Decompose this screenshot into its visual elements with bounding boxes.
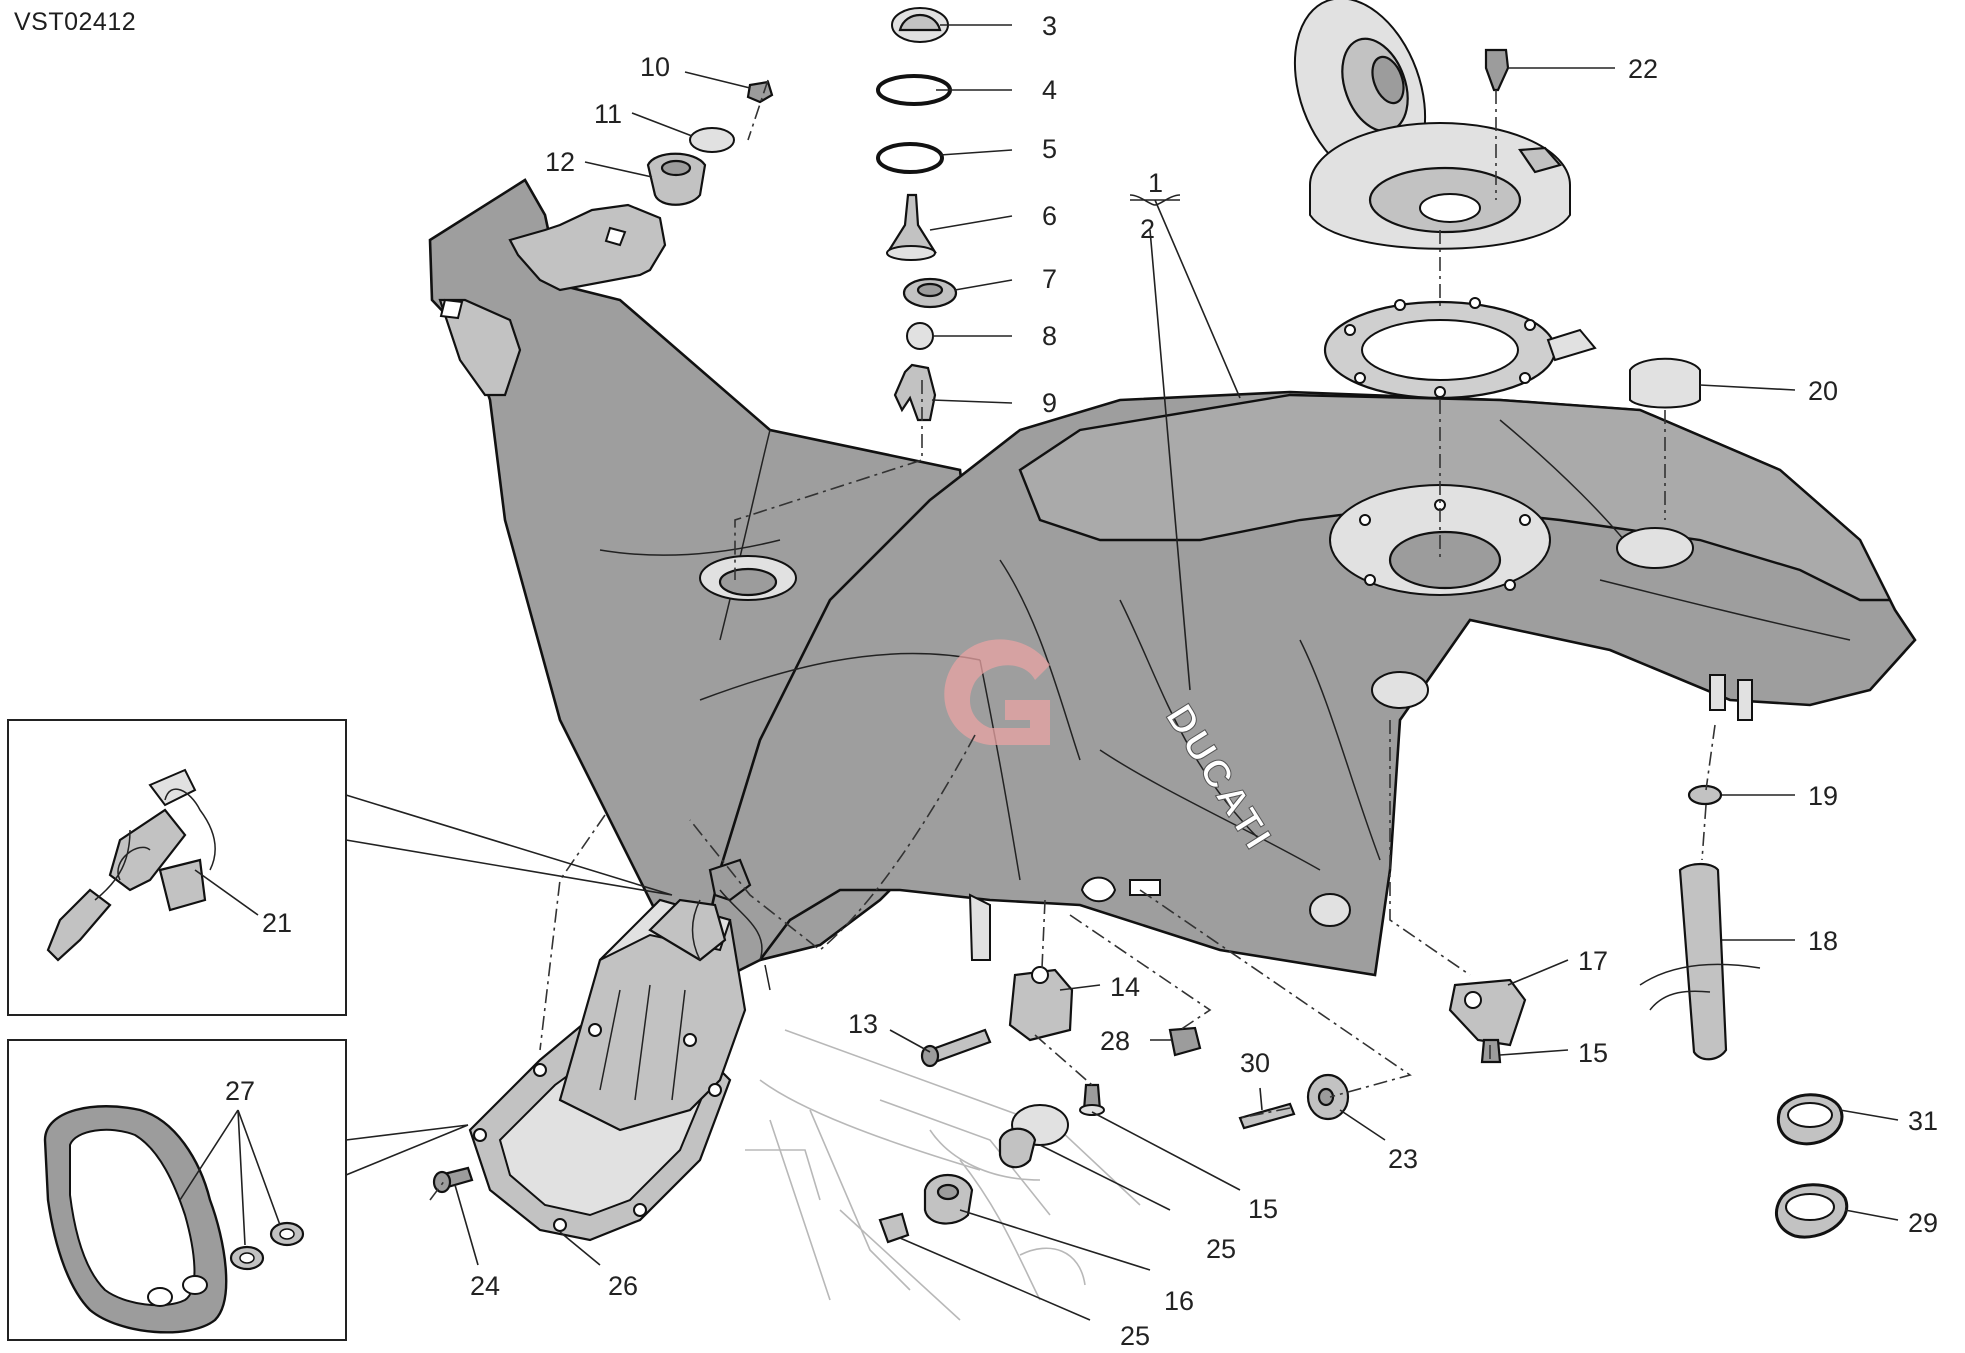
part-25-bush-lower — [878, 1212, 910, 1244]
callout-25b: 25 — [1120, 1321, 1150, 1351]
callout-1: 1 — [1148, 168, 1163, 198]
part-9-clip — [893, 363, 937, 422]
drawing-code: VST02412 — [14, 8, 137, 36]
callout-22: 22 — [1628, 54, 1658, 84]
fuel-pump-assembly — [432, 858, 763, 1242]
callout-3: 3 — [1042, 11, 1057, 41]
assembly-lines — [429, 79, 1716, 1201]
part-28-nut — [1168, 1026, 1202, 1057]
part-8-ball — [906, 322, 934, 350]
callout-29: 29 — [1908, 1208, 1938, 1238]
callout-7: 7 — [1042, 264, 1057, 294]
callout-27: 27 — [225, 1076, 255, 1106]
callout-23: 23 — [1388, 1144, 1418, 1174]
right-bracket-parts — [1448, 978, 1527, 1064]
callout-26: 26 — [608, 1271, 638, 1301]
callout-6: 6 — [1042, 201, 1057, 231]
part-17-bracket — [1448, 978, 1527, 1047]
callout-4: 4 — [1042, 75, 1057, 105]
vent-hose-parts — [1639, 784, 1761, 1061]
callout-21: 21 — [262, 908, 292, 938]
fuel-tank: DUCATI — [428, 178, 1917, 991]
part-30-rivet — [1238, 1102, 1296, 1130]
callout-28: 28 — [1100, 1026, 1130, 1056]
part-22-screw — [1484, 48, 1510, 92]
callout-20: 20 — [1808, 376, 1838, 406]
callout-2: 2 — [1140, 214, 1155, 244]
callout-11: 11 — [594, 99, 622, 129]
part-20-plug — [1629, 357, 1701, 409]
callout-5: 5 — [1042, 134, 1057, 164]
frame-ghost-sketch — [745, 1029, 1141, 1321]
callout-24: 24 — [470, 1271, 500, 1301]
callout-12: 12 — [545, 147, 575, 177]
callout-17: 17 — [1578, 946, 1608, 976]
callout-25a: 25 — [1206, 1234, 1236, 1264]
part-5-oring — [876, 142, 944, 174]
callout-10: 10 — [640, 52, 670, 82]
callout-9: 9 — [1042, 388, 1057, 418]
part-19-clamp — [1687, 784, 1723, 806]
part-14-mount — [1008, 968, 1074, 1042]
callout-30: 30 — [1240, 1048, 1270, 1078]
callout-14: 14 — [1110, 972, 1140, 1002]
inset-21-wiring — [7, 719, 347, 1016]
callout-18: 18 — [1808, 926, 1838, 956]
callout-13: 13 — [848, 1009, 878, 1039]
mount-parts-10-12 — [646, 80, 774, 206]
part-15-screw-right — [1480, 1038, 1502, 1064]
callout-19: 19 — [1808, 781, 1838, 811]
watermark-logo — [944, 639, 1050, 745]
filler-cap-assembly — [1293, 0, 1597, 400]
callout-15a: 15 — [1248, 1194, 1278, 1224]
part-18-hose — [1678, 862, 1728, 1061]
leader-lines — [179, 24, 1899, 1321]
inset-27-gasket — [7, 1039, 347, 1341]
part-11-washer — [689, 127, 735, 153]
callout-31: 31 — [1908, 1106, 1938, 1136]
callout-15b: 15 — [1578, 1038, 1608, 1068]
callout-8: 8 — [1042, 321, 1057, 351]
part-6-valve — [886, 193, 937, 254]
part-10-screw — [746, 80, 774, 104]
callout-16: 16 — [1164, 1286, 1194, 1316]
filler-valve-parts — [876, 7, 958, 422]
lower-mount-parts — [878, 966, 1350, 1244]
callout-numbers: 1 2 3 4 5 6 7 8 9 10 11 12 13 14 15 15 1… — [225, 11, 1938, 1351]
